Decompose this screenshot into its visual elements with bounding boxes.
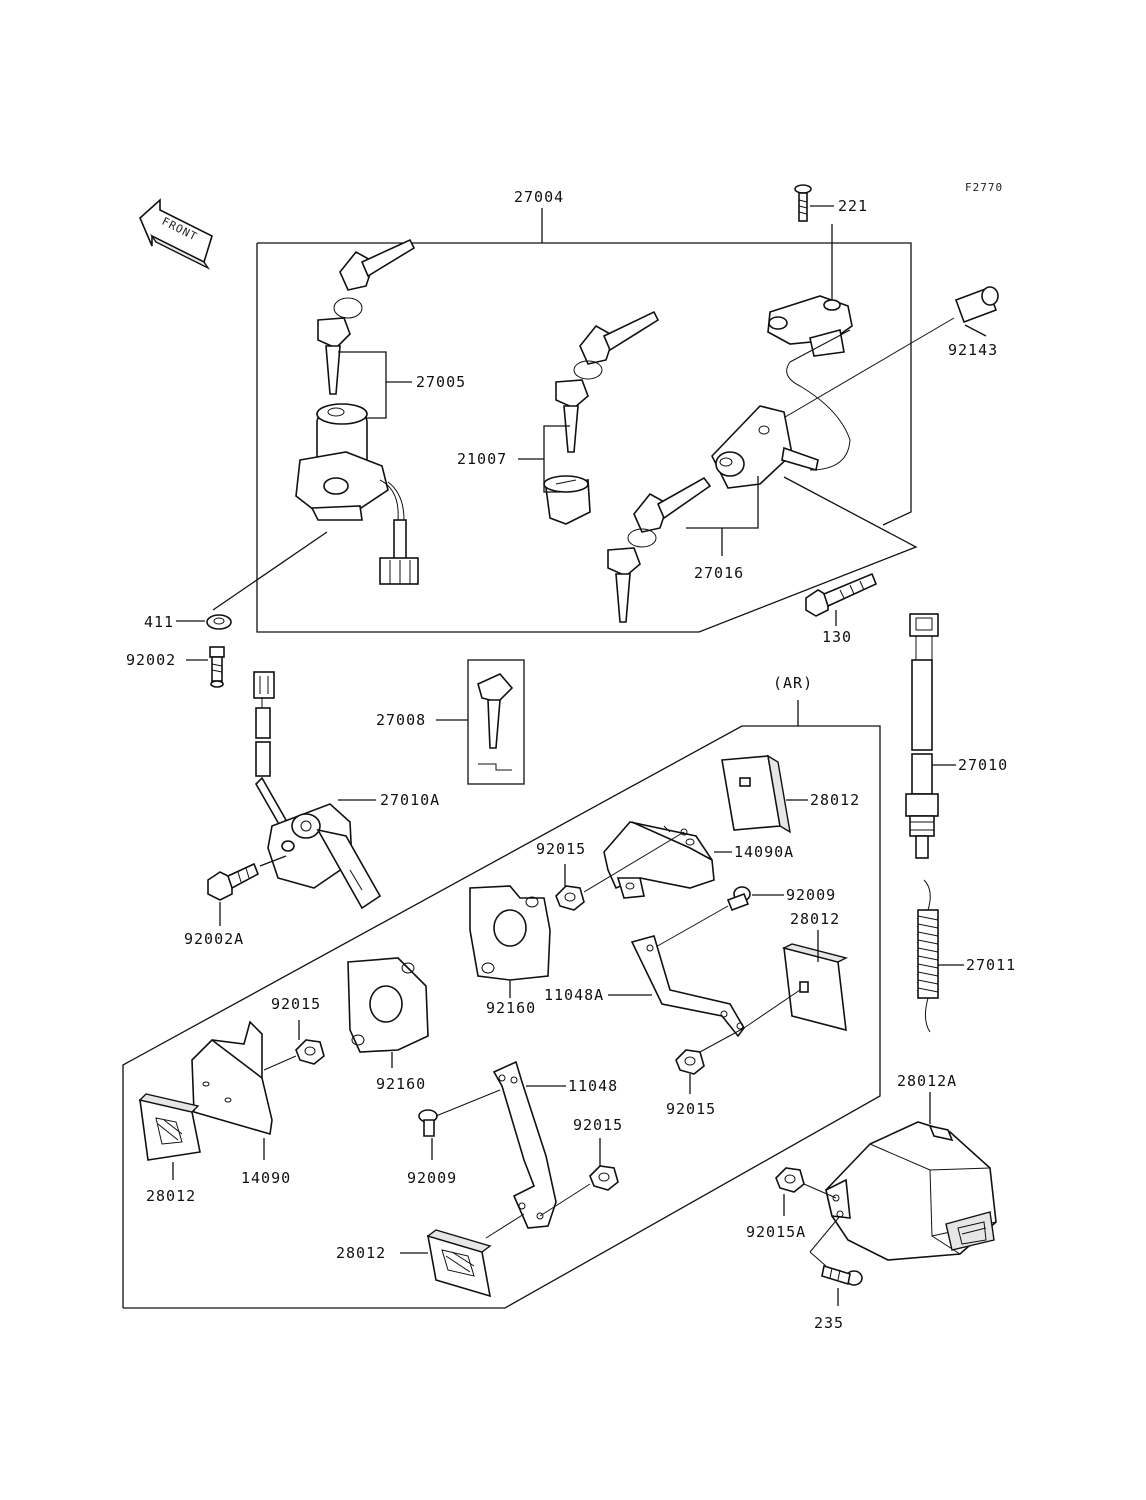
label-28012A: 28012A: [897, 1072, 957, 1090]
bolt-235: [821, 1264, 863, 1286]
label-14090: 14090: [241, 1169, 291, 1187]
label-21007: 21007: [457, 450, 507, 468]
ignition-switch: [295, 403, 419, 585]
label-92143: 92143: [948, 341, 998, 359]
plate-92160-a: [469, 885, 551, 981]
label-92015-a: 92015: [536, 840, 586, 858]
label-92002A: 92002A: [184, 930, 244, 948]
label-221: 221: [838, 197, 868, 215]
nut-92015-b: [675, 1049, 705, 1075]
screw-92009-a: [726, 886, 751, 912]
label-92015A: 92015A: [746, 1223, 806, 1241]
washer-411: [206, 614, 232, 630]
label-27004: 27004: [514, 188, 564, 206]
bolt-130: [805, 572, 878, 617]
bracket-11048A: [630, 935, 745, 1038]
label-235: 235: [814, 1314, 844, 1332]
nut-92015-d: [589, 1165, 619, 1191]
reflector-28012A: [825, 1121, 997, 1261]
front-arrow-icon: FRONT: [139, 198, 213, 270]
label-27008: 27008: [376, 711, 426, 729]
spare-key-27008: [467, 659, 525, 785]
label-92160-a: 92160: [486, 999, 536, 1017]
key-set-21007: [555, 310, 660, 453]
bolt-92002: [209, 646, 225, 688]
label-27016: 27016: [694, 564, 744, 582]
label-92015-c: 92015: [271, 995, 321, 1013]
figure-code: F2770: [965, 181, 1003, 194]
bolt-92002A: [207, 862, 260, 901]
label-92160-b: 92160: [376, 1075, 426, 1093]
screw-92009-b: [418, 1109, 438, 1137]
seat-lock-bracket: [767, 295, 853, 471]
label-92002: 92002: [126, 651, 176, 669]
reflector-28012-bottom: [426, 1229, 492, 1298]
label-411: 411: [144, 613, 174, 631]
bracket-14090: [191, 1020, 273, 1136]
label-28012-a: 28012: [810, 791, 860, 809]
label-27010: 27010: [958, 756, 1008, 774]
seat-lock-27016: [711, 405, 819, 489]
label-28012-c: 28012: [146, 1187, 196, 1205]
nut-92015-c: [295, 1039, 325, 1065]
nut-92015-a: [555, 885, 585, 911]
label-28012-d: 28012: [336, 1244, 386, 1262]
key-set-27016: [607, 476, 712, 623]
reflector-28012-top: [721, 754, 791, 834]
cap-92143: [954, 286, 999, 324]
label-92015-b: 92015: [666, 1100, 716, 1118]
kit-frame-27004: [256, 208, 918, 633]
reflector-28012-left: [138, 1093, 201, 1161]
label-11048: 11048: [568, 1077, 618, 1095]
ar-group-frame: [122, 700, 881, 1309]
plate-92160-b: [347, 957, 429, 1053]
label-28012-b: 28012: [790, 910, 840, 928]
label-27010A: 27010A: [380, 791, 440, 809]
reflector-28012-mid: [782, 943, 848, 1032]
label-27005: 27005: [416, 373, 466, 391]
group-label: (AR): [773, 674, 813, 692]
switch-27010: [905, 613, 939, 859]
label-27011: 27011: [966, 956, 1016, 974]
spring-27011: [917, 879, 939, 1033]
key-set-27005: [317, 238, 416, 395]
label-92015-d: 92015: [573, 1116, 623, 1134]
lock-cylinder: [543, 475, 591, 525]
label-130: 130: [822, 628, 852, 646]
screw-221: [794, 184, 812, 222]
switch-27010A: [253, 671, 382, 910]
label-92009-b: 92009: [407, 1169, 457, 1187]
label-11048A: 11048A: [544, 986, 604, 1004]
bracket-11048: [492, 1060, 557, 1229]
bracket-14090A: [603, 821, 715, 899]
label-14090A: 14090A: [734, 843, 794, 861]
label-92009-a: 92009: [786, 886, 836, 904]
nut-92015A: [775, 1167, 805, 1193]
